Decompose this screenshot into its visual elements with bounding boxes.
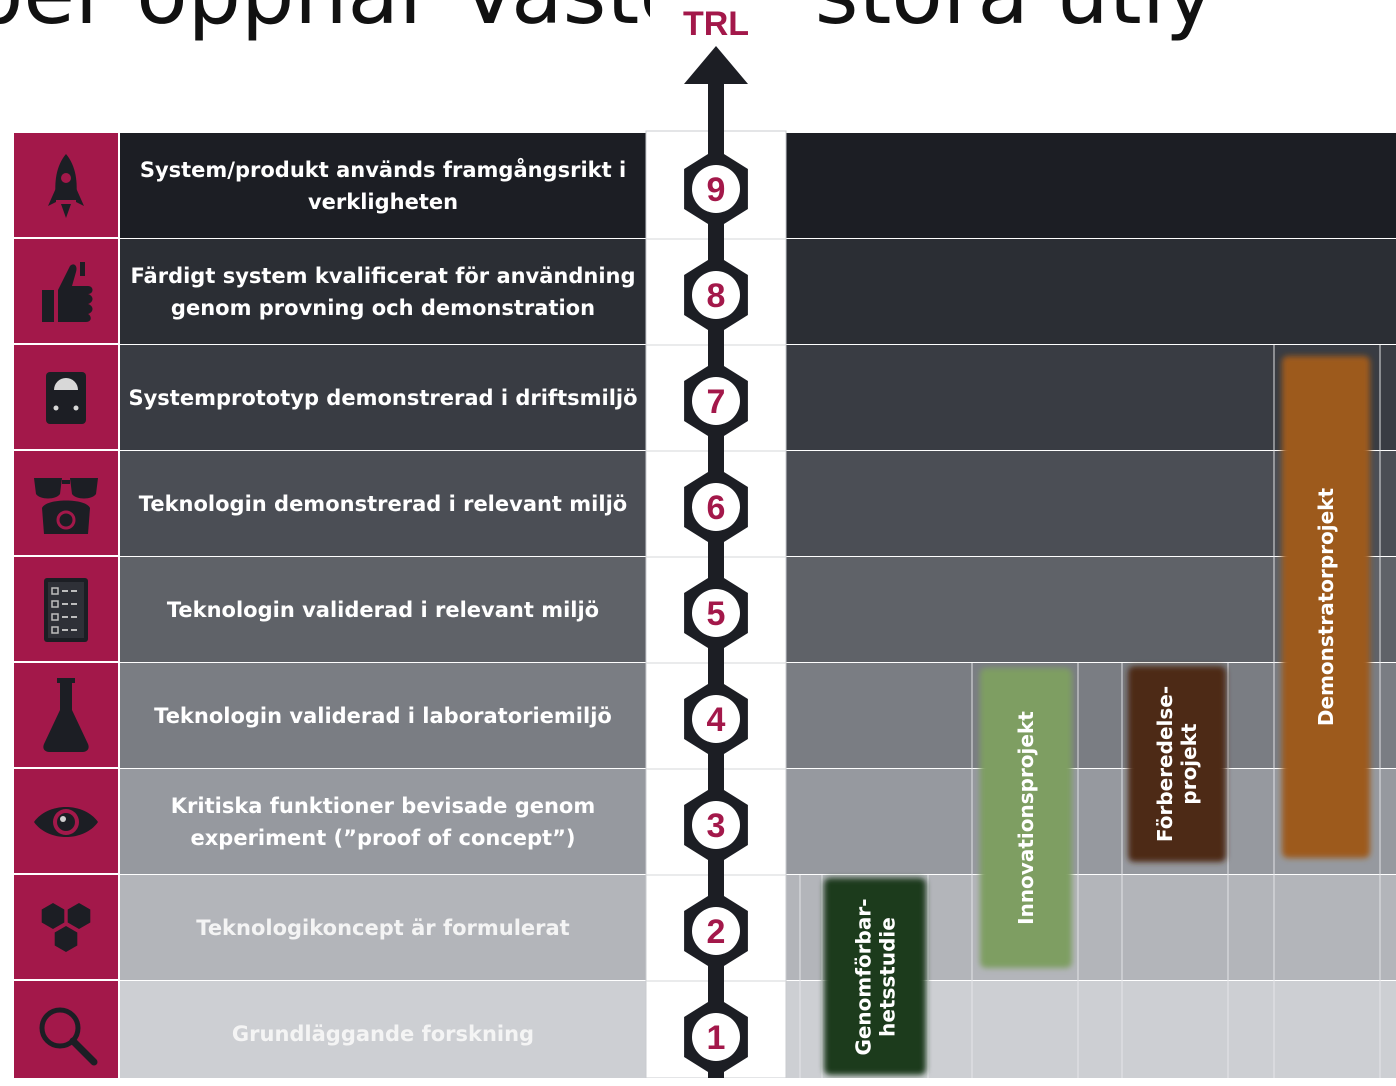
project-label-line: Förberedelse- xyxy=(1153,685,1177,843)
trl-badge-inner xyxy=(692,271,740,319)
project-bar-1 xyxy=(824,878,926,1075)
background-headline: ber öppnar Västens stora utly xyxy=(0,0,1396,44)
rocket-icon xyxy=(48,154,84,218)
trl-level-number: 5 xyxy=(707,595,726,633)
trl-level-number: 2 xyxy=(707,913,726,951)
trl-level-label-4: Teknologin validerad i laboratoriemiljö xyxy=(154,703,612,728)
project-label-line: Genomförbar- xyxy=(851,897,875,1056)
trl-level-number: 7 xyxy=(707,383,726,421)
trl-level-label-6: Teknologin demonstrerad i relevant miljö xyxy=(138,491,628,516)
project-label-line: Innovationsprojekt xyxy=(1014,711,1038,925)
headline-mask xyxy=(650,0,790,44)
row-label-bg-4 xyxy=(120,663,646,768)
project-bar-3 xyxy=(1128,666,1226,862)
trl-badge-inner xyxy=(692,801,740,849)
gas-mask-goggles-icon xyxy=(34,478,98,534)
project-label-3: Förberedelse-projekt xyxy=(1151,666,1203,862)
project-label-1: Genomförbar-hetsstudie xyxy=(849,878,901,1075)
trl-badge-inner xyxy=(692,695,740,743)
trl-badge-inner xyxy=(692,907,740,955)
project-label-line: projekt xyxy=(1177,723,1201,805)
row-label-bg-7 xyxy=(120,345,646,450)
thumbs-up-icon xyxy=(42,262,93,322)
trl-level-number: 4 xyxy=(707,701,726,739)
trl-badge-inner xyxy=(692,589,740,637)
trl-badge-inner xyxy=(692,483,740,531)
trl-level-label-2: Teknologikoncept är formulerat xyxy=(196,915,570,940)
trl-badge-inner xyxy=(692,377,740,425)
flask-icon xyxy=(43,678,89,752)
trl-level-number: 3 xyxy=(707,807,726,845)
trl-level-number: 9 xyxy=(707,171,726,209)
hexagon-cluster-icon xyxy=(41,903,91,952)
trl-level-label-3: Kritiska funktioner bevisade genom exper… xyxy=(170,793,596,850)
row-label-bg-5 xyxy=(120,557,646,662)
control-device-icon xyxy=(46,372,86,424)
trl-badge-inner xyxy=(692,1013,740,1061)
project-bar-2 xyxy=(980,668,1072,968)
row-label-bg-9 xyxy=(120,133,646,238)
trl-badge-inner xyxy=(692,165,740,213)
project-label-4: Demonstratorprojekt xyxy=(1300,356,1352,858)
row-label-bg-3 xyxy=(120,769,646,874)
row-label-bg-1 xyxy=(120,981,646,1078)
project-label-line: Demonstratorprojekt xyxy=(1314,487,1338,727)
row-label-bg-8 xyxy=(120,239,646,344)
row-label-bg-2 xyxy=(120,875,646,980)
magnifier-icon xyxy=(39,1007,98,1066)
eye-icon xyxy=(34,807,98,837)
trl-axis-title: TRL xyxy=(682,5,750,43)
trl-level-label-1: Grundläggande forskning xyxy=(231,1021,535,1046)
row-label-bg-6 xyxy=(120,451,646,556)
trl-level-number: 8 xyxy=(707,277,726,315)
project-label-line: hetsstudie xyxy=(875,916,899,1037)
row-track-bg-9 xyxy=(786,133,1396,238)
trl-level-number: 1 xyxy=(707,1019,726,1057)
project-label-2: Innovationsprojekt xyxy=(1000,668,1052,968)
trl-level-label-7: Systemprototyp demonstrerad i driftsmilj… xyxy=(128,385,638,410)
trl-arrow-head xyxy=(684,46,748,84)
trl-level-label-9: System/produkt används framgångsrikt i v… xyxy=(139,157,627,214)
trl-level-label-5: Teknologin validerad i relevant miljö xyxy=(166,597,600,622)
icon-cell-1 xyxy=(14,981,118,1078)
trl-level-number: 6 xyxy=(707,489,726,527)
trl-level-label-8: Färdigt system kvalificerat för användni… xyxy=(130,263,636,320)
project-bar-4 xyxy=(1282,356,1370,858)
checklist-icon xyxy=(44,578,88,642)
row-track-bg-8 xyxy=(786,239,1396,344)
